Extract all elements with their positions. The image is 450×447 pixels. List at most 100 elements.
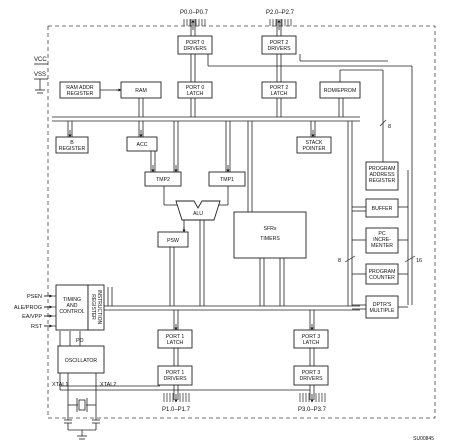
port1-latch-label-line2: LATCH <box>167 340 184 346</box>
program-address-register-label-line3: REGISTER <box>369 178 396 184</box>
bus-width-8-mid: 8 <box>338 258 341 264</box>
pc-incrementer-box <box>365 227 399 254</box>
tmp2-label: TMP2 <box>156 177 170 183</box>
xtal2-label: XTAL2 <box>100 382 116 388</box>
program-counter-label-line2: COUNTER <box>369 275 395 281</box>
pc-incrementer-label-line1: PC <box>378 231 385 237</box>
ram-label: RAM <box>135 88 147 94</box>
ram-addr-register-label-line1: RAM ADDR <box>66 85 94 91</box>
rom-eprom-box <box>319 81 361 99</box>
port0-drivers-label-line2: DRIVERS <box>183 46 207 52</box>
program-address-register-box <box>365 161 399 191</box>
figure-code: SU00845 <box>413 436 434 442</box>
port1-latch-label-line1: PORT 1 <box>166 334 185 340</box>
dptr-multiple-label-line2: MULTIPLE <box>370 308 396 314</box>
alu-shape <box>175 200 221 221</box>
ram-addr-register-box <box>59 81 101 99</box>
bus-width-16: 16 <box>416 258 422 264</box>
program-counter-box <box>365 263 399 285</box>
tmp1-label: TMP1 <box>220 177 234 183</box>
rst-pin-label: RST <box>31 324 43 330</box>
port2-latch-label-line1: PORT 2 <box>270 85 289 91</box>
stack-pointer-label-line1: STACK <box>306 140 323 146</box>
stack-pointer-label-line2: POINTER <box>302 146 325 152</box>
ea-vpp-pin-label: EA/VPP <box>22 314 42 320</box>
p3-pins-label: P3.0–P3.7 <box>298 407 327 413</box>
port1-latch-box <box>157 329 193 349</box>
p1-pins-label: P1.0–P1.7 <box>162 407 191 413</box>
acc-box <box>126 136 158 152</box>
program-counter-label-line1: PROGRAM <box>369 269 396 275</box>
pd-label: PD <box>76 338 84 344</box>
port2-drivers-box <box>261 35 297 55</box>
top-pin-ticks <box>183 19 292 26</box>
port0-latch-label-line1: PORT 0 <box>186 85 205 91</box>
psw-label: PSW <box>167 238 179 244</box>
port1-drivers-box <box>157 365 193 386</box>
sfrs-timers-label-line1: SFRs <box>264 226 277 232</box>
bus-lines <box>52 19 413 400</box>
timing-control-box <box>55 284 89 331</box>
port2-latch-box <box>261 81 297 99</box>
timing-control-label-line2: AND <box>67 303 78 309</box>
psen-pin-label: PSEN <box>27 294 42 300</box>
instruction-register-label-line1: INSTRUCTION <box>96 290 102 325</box>
ale-prog-pin-label: ALE/PROG <box>14 305 42 311</box>
port0-latch-box <box>177 81 213 99</box>
dptr-multiple-label-line1: DPTR'S <box>373 302 392 308</box>
port3-drivers-label-line2: DRIVERS <box>299 376 323 382</box>
tmp2-box <box>144 171 182 187</box>
b-register-label-line1: B <box>70 140 74 146</box>
alu-label: ALU <box>193 211 203 217</box>
oscillator-label: OSCILLATOR <box>65 358 98 364</box>
port2-drivers-label-line2: DRIVERS <box>267 46 291 52</box>
port3-latch-box <box>293 329 329 349</box>
pc-incrementer-label-line3: MENTER <box>371 243 393 249</box>
port2-drivers-label-line1: PORT 2 <box>270 40 289 46</box>
bus-width-8-top: 8 <box>388 124 391 130</box>
ram-box <box>120 81 162 99</box>
pc-incrementer-label-line2: INCRE- <box>373 237 391 243</box>
port3-drivers-label-line1: PORT 3 <box>302 370 321 376</box>
instruction-register-label-line2: REGISTER <box>90 294 96 320</box>
vcc-label: VCC <box>34 57 47 63</box>
timing-control-label-line3: CONTROL <box>59 309 84 315</box>
bottom-pin-ticks <box>163 393 326 402</box>
port3-latch-label-line1: PORT 3 <box>302 334 321 340</box>
timing-control-label-line1: TIMING <box>63 297 81 303</box>
sfrs-timers-label-line2: TIMERS <box>260 236 280 242</box>
b-register-label-line2: REGISTER <box>59 146 86 152</box>
b-register-box <box>55 136 89 154</box>
stack-pointer-box <box>296 136 332 154</box>
program-address-register-label-line1: PROGRAM <box>369 166 396 172</box>
port3-drivers-box <box>293 365 329 386</box>
port0-drivers-label-line1: PORT 0 <box>186 40 205 46</box>
crystal-circuit <box>64 373 100 440</box>
port2-latch-label-line2: LATCH <box>271 91 288 97</box>
chip-outline <box>47 25 436 419</box>
power-lines <box>34 63 48 94</box>
buffer-label: BUFFER <box>372 206 393 212</box>
p2-pins-label: P2.0–P2.7 <box>266 10 295 16</box>
port0-drivers-box <box>177 35 213 55</box>
sfrs-timers-box <box>233 211 307 259</box>
instruction-register-label: INSTRUCTIONREGISTER <box>90 290 102 325</box>
port3-latch-label-line2: LATCH <box>303 340 320 346</box>
crystal-icon <box>78 399 86 411</box>
